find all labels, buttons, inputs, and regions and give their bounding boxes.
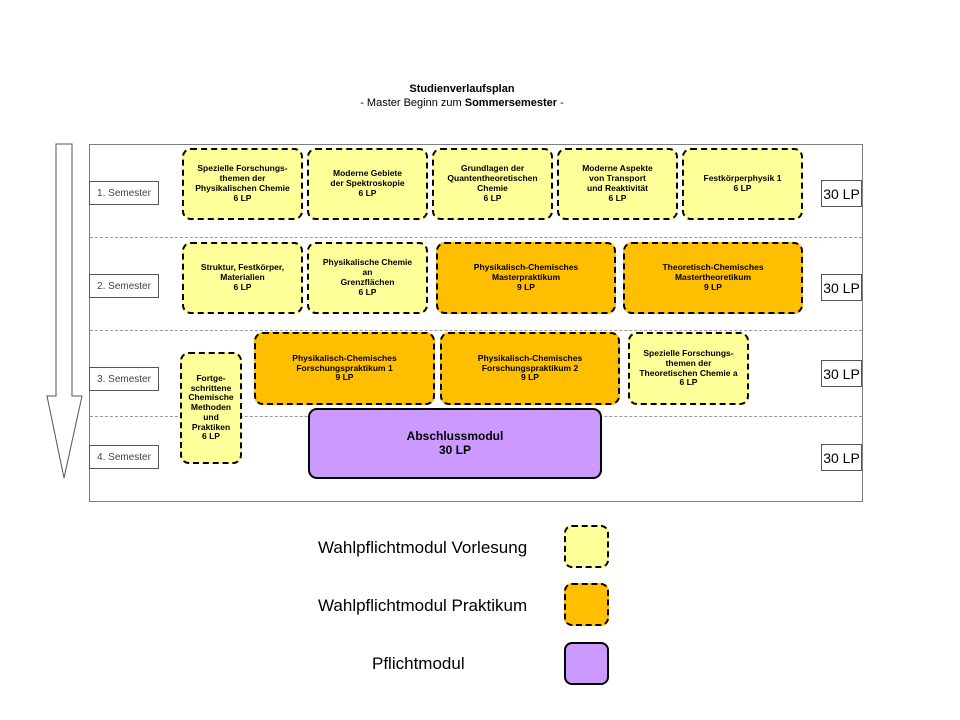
legend-swatch (564, 525, 609, 568)
module-text-line: 6 LP (608, 192, 627, 203)
module-text-line: Festkörperphysik 1 (703, 173, 782, 184)
module-text-line: Chemie (477, 183, 508, 193)
legend-label: Wahlpflichtmodul Praktikum (318, 596, 528, 615)
module-text-line: Physikalisch-Chemisches (473, 262, 579, 273)
module-text-line: 6 LP (233, 281, 252, 292)
module-text-line: 30 LP (438, 442, 471, 457)
page-title: Studienverlaufsplan (409, 83, 515, 95)
module-text-line: 6 LP (358, 187, 377, 198)
module-text-line: themen der (219, 173, 266, 184)
semester-lp: 30 LP (821, 444, 862, 471)
semester-divider (90, 237, 862, 238)
semester-label: 2. Semester (89, 274, 159, 298)
module-text-line: Spezielle Forschungs- (643, 347, 734, 358)
module-text-line: an (362, 267, 373, 278)
module-text-line: der Spektroskopie (330, 178, 405, 189)
legend-label: Wahlpflichtmodul Vorlesung (318, 538, 528, 557)
module-text-line: 9 LP (704, 281, 722, 292)
module-text-line: 9 LP (521, 372, 539, 383)
module-text-line: 6 LP (358, 286, 377, 297)
module-text-line: Grundlagen der (460, 163, 525, 174)
module-text-line: und (203, 411, 219, 422)
module-text-line: Fortge- (196, 372, 226, 383)
module-text-line: Struktur, Festkörper, (200, 262, 285, 273)
module-text-line: Praktiken (191, 421, 231, 432)
module-text-line: Mastertheoretikum (674, 272, 752, 283)
semester-lp: 30 LP (821, 274, 862, 301)
page-subtitle: - Master Beginn zum Sommersemester - (360, 97, 564, 109)
module-text-line: themen der (665, 357, 712, 368)
module-text-line: Physikalischen Chemie (195, 183, 290, 193)
module-text-line: von Transport (589, 173, 646, 184)
module-text-line: 6 LP (733, 183, 752, 193)
module-text-line: 6 LP (679, 377, 698, 388)
module-text-line: Masterpraktikum (491, 272, 561, 283)
module-text-line: Moderne Gebiete (333, 168, 402, 179)
legend-label: Pflichtmodul (372, 654, 465, 673)
module-text-line: Quantentheoretischen (447, 173, 538, 184)
module-text-line: Forschungspraktikum 2 (481, 362, 579, 373)
module-text-line: Grenzflächen (340, 277, 395, 287)
module-text-line: und Reaktivität (587, 183, 648, 193)
module-text-line: Spezielle Forschungs- (197, 163, 288, 174)
module-text-line: 6 LP (483, 192, 502, 203)
plan-frame (89, 144, 863, 502)
module-text-line: 6 LP (202, 431, 220, 442)
module-text-line: 6 LP (233, 192, 252, 203)
module-text-line: Moderne Aspekte (582, 163, 653, 174)
module-text-line: schrittene (190, 382, 232, 393)
semester-divider (90, 330, 862, 331)
timeline-arrow-icon (46, 143, 83, 479)
semester-lp: 30 LP (821, 180, 862, 207)
module-text-line: Abschlussmodul (406, 428, 504, 443)
module-text-line: Theoretischen Chemie a (639, 367, 738, 378)
module-text-line: Theoretisch-Chemisches (662, 262, 764, 273)
module-text-line: 9 LP (517, 281, 535, 292)
module-text-line: Forschungspraktikum 1 (296, 362, 393, 373)
legend-swatch (564, 583, 609, 626)
legend-swatch (564, 642, 609, 685)
module-text-line: Physikalisch-Chemisches (477, 352, 583, 363)
semester-label: 3. Semester (89, 367, 159, 391)
module-text-line: Physikalisch-Chemisches (292, 352, 397, 363)
semester-label: 1. Semester (89, 181, 159, 205)
module-text-line: Physikalische Chemie (322, 257, 413, 268)
module-text-line: Methoden (190, 402, 232, 413)
module-text-line: Chemische (188, 392, 234, 403)
semester-label: 4. Semester (89, 445, 159, 469)
semester-lp: 30 LP (821, 360, 862, 387)
module-text-line: Materialien (220, 272, 265, 283)
module-text-line: 9 LP (335, 372, 354, 383)
